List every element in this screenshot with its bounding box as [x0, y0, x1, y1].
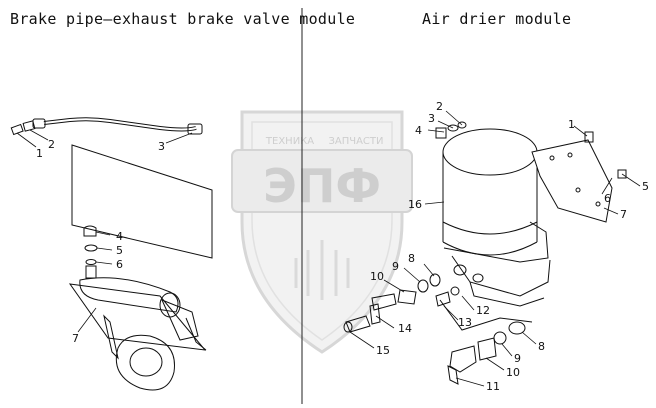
callout-left-2: 2	[48, 138, 55, 151]
callout-right-7: 7	[620, 208, 627, 221]
callout-left-3: 3	[158, 140, 165, 153]
callout-right-9a: 9	[392, 260, 399, 273]
callout-right-15: 15	[376, 344, 390, 357]
callout-right-10a: 10	[370, 270, 384, 283]
wheat-icon	[294, 240, 350, 300]
callout-right-3: 3	[428, 112, 435, 125]
callout-left-7: 7	[72, 332, 79, 345]
brake-pipe-assembly	[10, 117, 213, 391]
right-leader-lines	[349, 110, 641, 387]
callout-right-2: 2	[436, 100, 443, 113]
callout-right-6: 6	[604, 192, 611, 205]
air-drier-assembly	[343, 121, 627, 385]
watermark-top-text-2: ЗАПЧАСТИ	[328, 136, 383, 147]
left-panel-title: Brake pipe—exhaust brake valve module	[10, 10, 356, 28]
right-panel-title: Air drier module	[422, 10, 572, 28]
callout-right-14: 14	[398, 322, 412, 335]
callout-right-16: 16	[408, 198, 422, 211]
callout-left-5: 5	[116, 244, 123, 257]
callout-right-8b: 8	[538, 340, 545, 353]
callout-left-6: 6	[116, 258, 123, 271]
callout-right-5: 5	[642, 180, 649, 193]
watermark-top-text: ТЕХНИКА	[265, 136, 314, 147]
watermark-logo-text: ЭПФ	[263, 159, 381, 213]
callout-left-4: 4	[116, 230, 123, 243]
callout-right-12: 12	[476, 304, 490, 317]
callout-right-9b: 9	[514, 352, 521, 365]
right-callout-labels: 1 2 3 4 5 6 7 16 8 9 10 12 13 14 15 8 9 …	[370, 100, 649, 393]
callout-left-1: 1	[36, 147, 43, 160]
watermark-logo: ТЕХНИКА ЗАПЧАСТИ ЭПФ	[231, 110, 413, 354]
callout-right-11: 11	[486, 380, 500, 393]
callout-right-13: 13	[458, 316, 472, 329]
callout-right-4: 4	[415, 124, 422, 137]
left-leader-lines	[16, 129, 193, 333]
left-callout-labels: 1 2 3 4 5 6 7	[36, 138, 165, 345]
callout-right-10b: 10	[506, 366, 520, 379]
callout-right-8a: 8	[408, 252, 415, 265]
callout-right-1: 1	[568, 118, 575, 131]
